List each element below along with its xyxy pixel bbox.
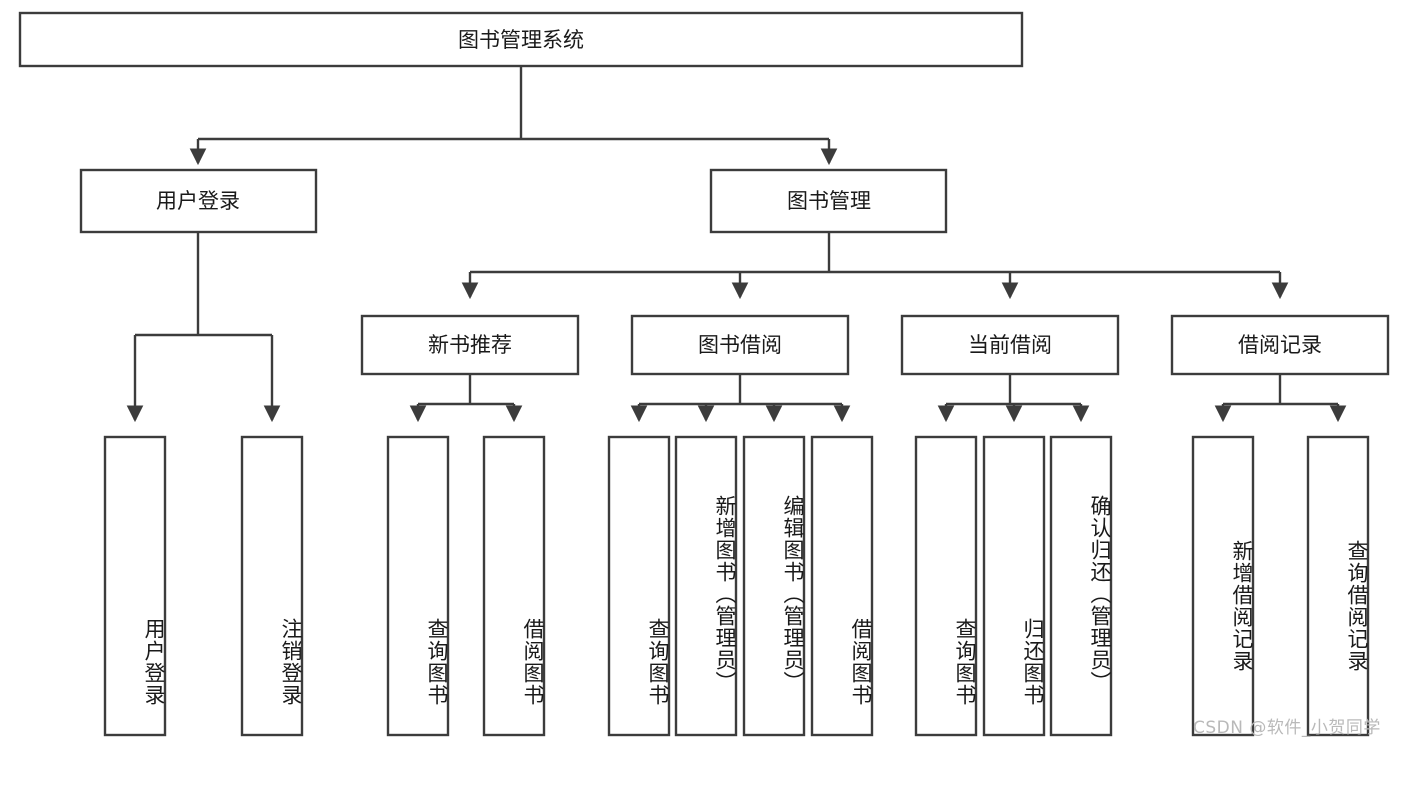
leaf-return-book[interactable]	[982, 435, 1046, 737]
leaf-add-book-admin[interactable]	[674, 435, 738, 737]
leaf-logout[interactable]	[240, 435, 304, 737]
node-current-borrow[interactable]	[900, 314, 1120, 376]
label-root: 图书管理系统	[458, 28, 584, 52]
node-book-borrow[interactable]	[630, 314, 850, 376]
label-book-management: 图书管理	[787, 189, 871, 213]
connector-currentborrow-to-leaves	[937, 374, 1090, 423]
label-borrow-record: 借阅记录	[1238, 333, 1322, 357]
leaf-query-book-current[interactable]	[914, 435, 978, 737]
leaf-confirm-return-admin[interactable]	[1049, 435, 1113, 737]
leaf-query-book-borrow[interactable]	[607, 435, 671, 737]
node-borrow-record[interactable]	[1170, 314, 1390, 376]
label-new-book-recommend: 新书推荐	[428, 333, 512, 357]
leaf-borrow-book[interactable]	[810, 435, 874, 737]
leaf-user-login[interactable]	[103, 435, 167, 737]
node-user-login[interactable]	[79, 168, 318, 234]
leaf-add-borrow-record[interactable]	[1191, 435, 1255, 737]
connector-bookmgmt-to-level3	[461, 232, 1289, 300]
connector-newbook-to-leaves	[409, 374, 523, 423]
node-new-book-recommend[interactable]	[360, 314, 580, 376]
node-book-management[interactable]	[709, 168, 948, 234]
leaf-edit-book-admin[interactable]	[742, 435, 806, 737]
leaf-query-book-recommend[interactable]	[386, 435, 450, 737]
label-user-login: 用户登录	[156, 189, 240, 213]
tree-svg-canvas: 图书管理系统 用户登录 图书管理 新书推荐 图书借阅 当前借阅 借阅记录	[18, 11, 1390, 737]
connector-userlogin-to-leaves	[126, 232, 281, 423]
connector-bookborrow-to-leaves	[630, 374, 851, 423]
label-book-borrow: 图书借阅	[698, 333, 782, 357]
leaf-borrow-book-recommend[interactable]	[482, 435, 546, 737]
connector-borrowrecord-to-leaves	[1214, 374, 1347, 423]
node-root-book-management-system[interactable]	[18, 11, 1024, 68]
connector-root-to-level2	[189, 66, 838, 166]
label-current-borrow: 当前借阅	[968, 333, 1052, 357]
leaf-query-borrow-record[interactable]	[1306, 435, 1370, 737]
csdn-watermark: CSDN @软件_小贺同学	[1193, 718, 1381, 738]
system-function-tree-diagram: 图书管理系统 用户登录 图书管理 新书推荐 图书借阅 当前借阅 借阅记录 用户登…	[18, 11, 1390, 738]
